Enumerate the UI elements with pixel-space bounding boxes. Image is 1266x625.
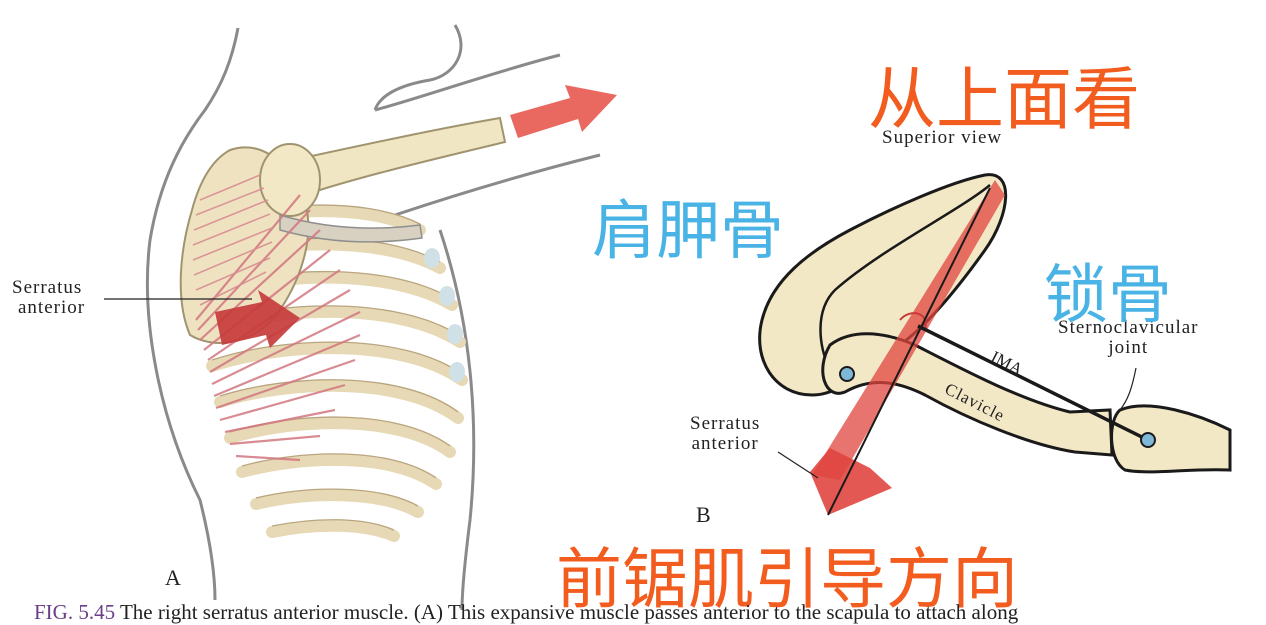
serratus-direction-arrow-b [810,448,892,515]
serratus-label-b: Serratus anterior [690,414,760,454]
sternoclavicular-dot [1140,432,1156,448]
sternoclavicular-label-line2: joint [1108,336,1149,358]
sternoclavicular-leader [1119,367,1137,411]
figure-ref: FIG. 5.45 [34,600,116,624]
clavicle-annotation: 锁骨 [1044,259,1172,333]
panel-b-illustration [758,173,1232,516]
ima-line [917,324,1149,442]
line-of-pull [827,187,991,516]
humerus [268,116,507,202]
scapula-inner-edge [819,184,991,371]
scapula-annotation: 肩胛骨 [592,195,784,269]
panel-b-label: B [696,502,711,527]
serratus-direction-arrow-a [215,290,300,348]
superior-view-label: Superior view [882,127,1003,148]
serratus-direction-annotation: 前锯肌引导方向 [556,541,1018,618]
body-outline [145,27,240,601]
humeral-head [259,143,321,217]
neck-outline [373,24,463,111]
serratus-leader-b [777,451,819,479]
acromioclavicular-dot [839,366,855,382]
sternum-piece [1110,404,1232,474]
caption-text: The right serratus anterior muscle. (A) … [119,600,1019,624]
serratus-label-b-line1: Serratus [690,413,761,434]
sternoclavicular-label-line1: Sternoclavicular [1058,317,1199,338]
serratus-label-b-line2: anterior [691,432,759,454]
view-from-top-annotation: 从上面看 [868,61,1141,140]
arm-direction-arrow [510,85,617,138]
arm-lower-outline [394,153,601,217]
shoulder-outline [374,53,561,112]
panel-a-label: A [165,565,181,590]
serratus-label-a-line2: anterior [18,296,86,318]
figure-caption: FIG. 5.45 The right serratus anterior mu… [34,600,1018,625]
costal-cartilage [424,248,465,382]
torso-right-outline [438,229,476,611]
serratus-label-a-line1: Serratus [12,277,83,298]
serratus-band-outline [899,312,927,331]
panel-a-illustration [104,24,617,611]
sternoclavicular-label: Sternoclavicular joint [1058,318,1199,358]
serratus-label-a: Serratus anterior [12,278,85,318]
